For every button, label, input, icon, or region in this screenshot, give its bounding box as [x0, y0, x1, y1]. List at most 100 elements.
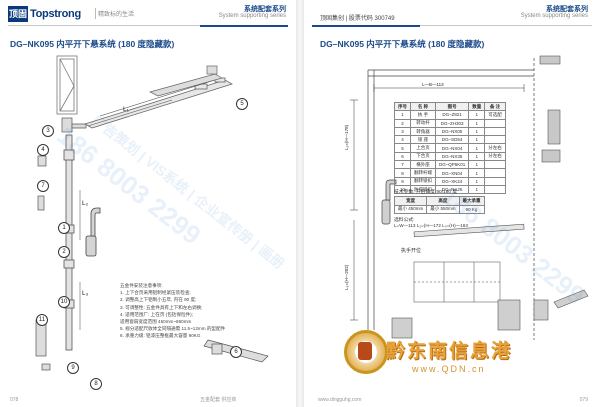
table-cell: [484, 135, 506, 145]
long-rod: [413, 223, 525, 238]
profile-section-bottom: [391, 289, 589, 339]
note-line: 5. 规分适配尺收体全同隔通需 11.5~12mm 的型配件: [120, 326, 226, 332]
vertical-rod-part: [63, 134, 75, 351]
side-dimensions: [350, 99, 358, 321]
dim-label-l2: L₂: [82, 200, 89, 207]
table-cell: 翻转锁扣: [410, 176, 436, 186]
table-cell: 2: [394, 118, 411, 128]
table-header-cell: 备 注: [484, 101, 506, 112]
table-cell: 1: [468, 168, 486, 178]
part-callout-2: 2: [58, 246, 70, 258]
note-line: 2. 调整高上下铝制小五年, 内在 90 度;: [120, 297, 197, 303]
window-frame-outline: [367, 58, 535, 340]
part-callout-8: 8: [90, 378, 102, 390]
table-cell: 最小 550mm: [426, 204, 460, 214]
table-cell: [484, 126, 506, 137]
table-cell: DG–Z821: [434, 110, 470, 120]
handle-position-detail: [413, 261, 501, 303]
footer-site-url: www.dingguhg.com: [318, 397, 362, 403]
series-title-zh: 系统配套系列: [244, 6, 286, 13]
corner-drive-part: [61, 117, 87, 133]
book-gutter: [296, 0, 304, 407]
dim-side-top-label: L₂=(H—178): [344, 124, 349, 150]
note-line: 适用窗扇宽度范围 450mm~860mm: [120, 319, 192, 325]
side-parts: [35, 155, 51, 371]
part-callout-11: 11: [36, 314, 48, 326]
table-cell: 分左右: [484, 143, 506, 153]
part-callout-4: 4: [37, 144, 49, 156]
brand-slogan: 精致标的生活: [98, 12, 135, 18]
part-callout-1: 1: [58, 222, 70, 234]
table-cell: 1: [468, 151, 486, 162]
notes-title: 五金件安装注意事项:: [120, 283, 163, 288]
site-logo-icon: [344, 330, 388, 374]
series-title-zh: 系统配套系列: [546, 6, 588, 13]
table-cell: 执 手: [410, 110, 436, 120]
footer-caption-left: 五金配套 供应商: [200, 397, 237, 403]
table-header-cell: 名 称: [410, 101, 436, 112]
footer-page-left: 078: [10, 397, 19, 403]
top-hinge-part: [149, 65, 223, 97]
table-cell: DG–ZH303: [434, 118, 470, 128]
top-rod-part: [84, 77, 233, 129]
dim-label-l1: L₁: [123, 106, 129, 113]
right-header: 顶固集创 | 股票代码 300749 系统配套系列 System support…: [304, 0, 600, 34]
note-line: 4. 适用范围厂: 上在页 (包括保险件);: [120, 311, 193, 317]
note-line: 1. 上下合页采用铝制经紧压装检查;: [120, 290, 191, 296]
table-cell: 7: [394, 160, 411, 170]
table-cell: 1: [468, 176, 486, 186]
table-cell: DG–XN04: [434, 168, 470, 178]
brand-name: Topstrong: [30, 8, 81, 20]
table-cell: 1: [394, 110, 411, 120]
table-cell: DG–NX05: [434, 126, 470, 137]
header-accent-rule: [312, 25, 420, 27]
table-cell: 1: [468, 184, 486, 195]
left-header: 顶固 Topstrong 精致标的生活 系统配套系列 System suppor…: [0, 0, 296, 34]
part-callout-6: 6: [230, 346, 242, 358]
handle-part: [85, 207, 101, 257]
table-cell: [484, 176, 506, 186]
stock-code-label: 顶固集创 | 股票代码 300749: [320, 16, 395, 22]
header-accent-rule: [200, 25, 288, 27]
tech-params-table: 宽度 高度 最大承重 最小 450mm 最小 550mm 90 Kg: [393, 196, 485, 214]
hardware-exploded-drawing: [35, 55, 269, 371]
table-cell: DG–XK24: [434, 176, 470, 186]
table-cell: 转动杆: [410, 118, 436, 128]
formula-title: 选料公式:: [394, 218, 415, 223]
table-cell: 90 Kg: [458, 204, 485, 214]
dim-label-l3: L₃: [82, 290, 89, 297]
table-cell: 转角器: [410, 126, 436, 137]
part-callout-9: 9: [67, 362, 79, 374]
series-title-en: System supporting series: [520, 13, 588, 19]
brand-separator: [95, 8, 96, 19]
table-header-cell: 高度: [426, 196, 460, 206]
part-callout-7: 7: [37, 180, 49, 192]
table-row: 最小 450mm 最小 550mm 90 Kg: [393, 204, 485, 214]
table-cell: 下合页: [410, 151, 436, 162]
series-title-en: System supporting series: [218, 13, 286, 19]
top-dimension: [373, 84, 525, 92]
table-cell: 翻转杆端: [410, 168, 436, 178]
assembly-drawing: [350, 55, 589, 340]
table-cell: 分左右: [484, 151, 506, 162]
table-cell: 1: [468, 110, 486, 120]
watermark-site-name: 黔东南信息港: [386, 340, 513, 362]
table-cell: DG–QP5K01: [434, 160, 470, 170]
table-cell: 3: [394, 126, 411, 137]
table-cell: 1: [468, 160, 486, 170]
watermark-site-url: www.QDN.cn: [412, 364, 486, 374]
table-cell: [484, 118, 506, 128]
table-header-cell: 数量: [468, 101, 486, 112]
page-title: DG–NK095 内平开下悬系统 (180 度隐藏款): [10, 39, 175, 49]
table-header-row: 序号 名 称 图号 数量 备 注: [394, 101, 506, 112]
table-cell: 1: [468, 135, 486, 145]
table-cell: 6: [394, 151, 411, 162]
table-cell: 9: [394, 176, 411, 186]
note-line: 3. 可调整性: 五金件具有上下和左右调换;: [120, 304, 203, 310]
